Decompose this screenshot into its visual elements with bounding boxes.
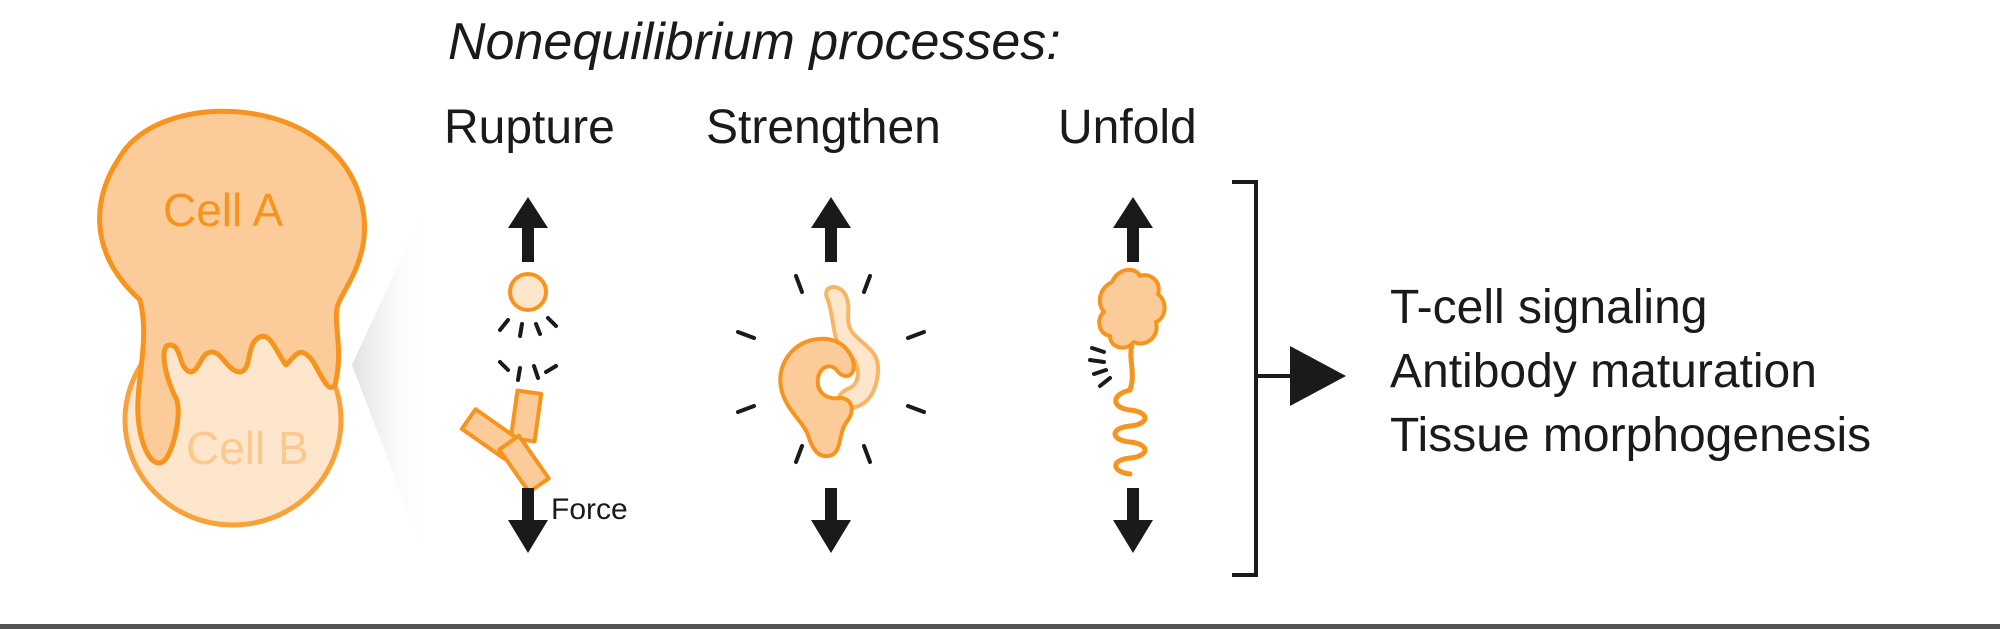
bottom-border (0, 624, 2000, 629)
cell-a-shape (97, 108, 368, 466)
process-title-strengthen: Strengthen (706, 101, 941, 154)
cell-a-label: Cell A (163, 184, 284, 236)
up-arrow-icon (811, 197, 851, 262)
protein-dark-icon (778, 336, 856, 459)
zoom-wedge (352, 195, 430, 570)
ligand-icon (508, 272, 548, 312)
process-title-unfold: Unfold (1058, 101, 1197, 154)
unfold-illustration (1088, 197, 1167, 553)
unfolded-chain-icon (1112, 341, 1148, 477)
outcome-item: T-cell signaling (1390, 281, 1708, 334)
bracket (1232, 180, 1258, 577)
outcome-item: Antibody maturation (1390, 345, 1817, 398)
antibody-icon (459, 388, 551, 495)
up-arrow-icon (508, 197, 548, 262)
diagram-heading: Nonequilibrium processes: (448, 13, 1061, 71)
strengthen-illustration (736, 197, 926, 553)
force-label: Force (551, 493, 628, 526)
rupture-illustration (459, 197, 558, 553)
up-arrow-icon (1113, 197, 1153, 262)
down-arrow-icon (1113, 488, 1153, 553)
folded-domain-icon (1097, 267, 1167, 350)
down-arrow-icon (508, 488, 548, 553)
process-title-rupture: Rupture (444, 101, 615, 154)
outcome-item: Tissue morphogenesis (1390, 409, 1872, 462)
result-arrow-icon (1290, 346, 1346, 406)
down-arrow-icon (811, 488, 851, 553)
cell-b-label: Cell B (186, 422, 309, 474)
